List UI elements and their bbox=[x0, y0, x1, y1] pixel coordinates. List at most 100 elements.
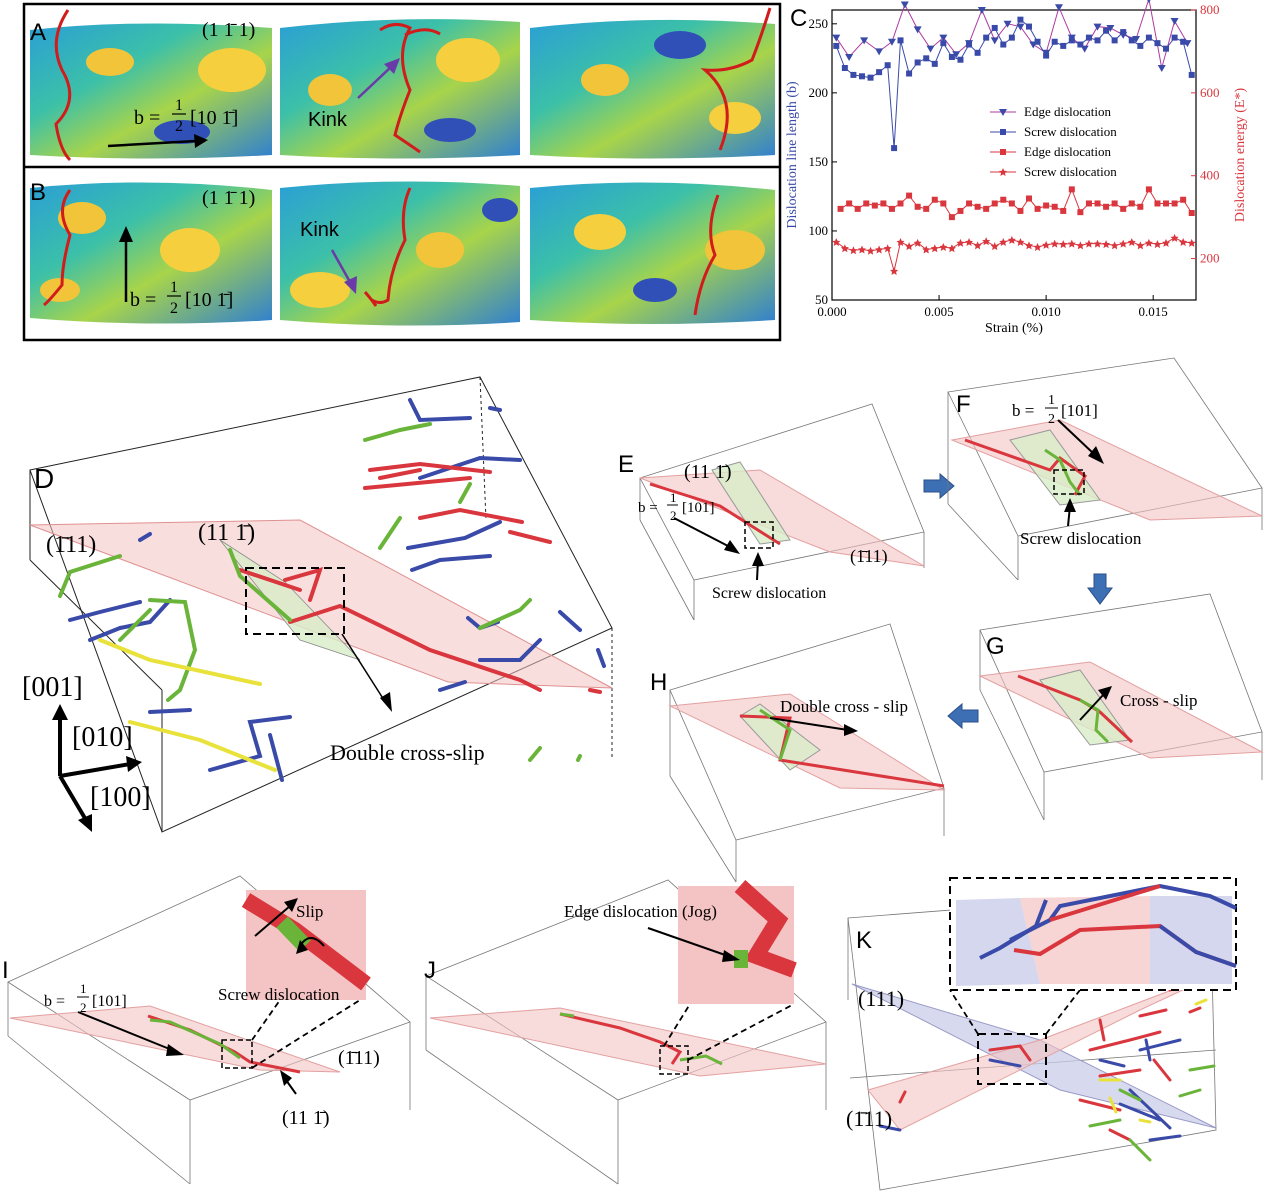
panel-j-inset-green bbox=[734, 950, 748, 968]
series-2-point bbox=[897, 200, 904, 207]
panel-d-letter: D bbox=[34, 463, 54, 494]
series-1-point bbox=[1000, 41, 1007, 48]
series-3-point bbox=[1136, 241, 1145, 250]
series-2-point bbox=[974, 203, 981, 210]
panel-g-arrow bbox=[1079, 693, 1105, 721]
panel-k-dashbox bbox=[977, 1033, 1047, 1085]
series-1-point bbox=[923, 55, 930, 62]
y-left-tick-label: 50 bbox=[815, 292, 828, 307]
series-3-point bbox=[832, 238, 841, 246]
panel-i-arrowhead-b bbox=[166, 1044, 184, 1056]
y-left-tick-label: 100 bbox=[809, 223, 829, 238]
series-3-point bbox=[1170, 233, 1179, 242]
series-2-point bbox=[871, 202, 878, 209]
panel-k-inset-blue1 bbox=[956, 898, 1040, 986]
series-2-point bbox=[1120, 205, 1127, 212]
series-2-point bbox=[1017, 207, 1024, 214]
panel-f-burgers-prefix: b = bbox=[1012, 401, 1034, 420]
series-1-point bbox=[983, 34, 990, 41]
series-0-point bbox=[977, 7, 986, 14]
series-3-point bbox=[890, 267, 899, 275]
series-1-point bbox=[1137, 42, 1144, 49]
legend-label-3: Screw dislocation bbox=[1024, 164, 1117, 179]
series-1-point bbox=[1025, 23, 1032, 30]
series-2-point bbox=[1043, 202, 1050, 209]
panel-e-b: b = bbox=[638, 500, 658, 516]
series-1-point bbox=[991, 24, 998, 31]
series-2-point bbox=[1000, 196, 1007, 203]
ab-arrows bbox=[107, 58, 400, 302]
series-1-point bbox=[966, 41, 973, 48]
panel-g-letter: G bbox=[986, 633, 1005, 660]
panel-i-plane1: (1̄11) bbox=[338, 1047, 380, 1069]
panel-e-plane1: (11 1̄) bbox=[684, 461, 732, 483]
panel-i-frac-num: 1 bbox=[80, 981, 87, 996]
series-3-point bbox=[883, 244, 892, 253]
panel-e-frac-den: 2 bbox=[670, 508, 677, 523]
series-1-point bbox=[1103, 27, 1110, 34]
panel-e-arrow1 bbox=[673, 517, 729, 547]
legend-marker-0 bbox=[999, 109, 1007, 116]
series-0-point bbox=[1147, 0, 1151, 3]
series-1-point bbox=[1068, 37, 1075, 44]
series-2-point bbox=[1180, 196, 1187, 203]
panel-k-letter: K bbox=[856, 927, 872, 954]
panel-f-burgers-vec: [101] bbox=[1061, 401, 1098, 420]
panel-f-frac-num: 1 bbox=[1048, 393, 1055, 408]
panel-f-dashbox bbox=[1053, 469, 1085, 495]
panel-i-frac-den: 2 bbox=[80, 1000, 87, 1015]
panel-d-dislocations bbox=[58, 398, 606, 782]
series-3-point bbox=[1042, 240, 1051, 249]
panel-j-inset-connectors bbox=[663, 1003, 795, 1061]
panel-i-inset-connectors bbox=[251, 999, 361, 1069]
panel-d-axis-z: [001] bbox=[22, 672, 83, 703]
series-1-point bbox=[931, 60, 938, 67]
panel-d-plane1: (1̄11) bbox=[46, 532, 96, 558]
panel-k-plane2: (1̄11) bbox=[846, 1106, 892, 1131]
series-3-point bbox=[1110, 241, 1119, 250]
series-2-point bbox=[837, 205, 844, 212]
panel-i-arrowhead-plane bbox=[280, 1070, 292, 1086]
panel-k-inset-blue2 bbox=[1150, 896, 1232, 984]
y-right-tick-label: 200 bbox=[1200, 251, 1220, 266]
panel-i-screw: Screw dislocation bbox=[218, 985, 340, 1004]
series-line-edge-envelope bbox=[835, 0, 1188, 69]
panel-e-arrowhead1 bbox=[724, 540, 740, 554]
y-right-tick-label: 400 bbox=[1200, 168, 1220, 183]
panel-e-box bbox=[639, 403, 925, 621]
panel-i-dashbox bbox=[221, 1039, 253, 1069]
series-3-point bbox=[1102, 240, 1111, 249]
series-3-point bbox=[896, 238, 905, 246]
panel-f-plane-green bbox=[1009, 429, 1101, 506]
ab-frame bbox=[22, 2, 782, 342]
series-3-point bbox=[905, 242, 914, 251]
panel-j-arrowhead bbox=[722, 950, 740, 962]
panel-d-dashbox bbox=[245, 567, 345, 635]
series-1-point bbox=[1051, 38, 1058, 45]
panel-a-frac-den: 2 bbox=[175, 118, 183, 135]
panel-a-kink: Kink bbox=[308, 109, 348, 131]
panel-h-arrow bbox=[769, 717, 849, 731]
series-2-point bbox=[1051, 203, 1058, 210]
panel-h-box bbox=[669, 623, 945, 883]
panel-e-plane-green bbox=[711, 461, 791, 545]
panel-j-box bbox=[425, 879, 827, 1185]
panel-a-plane: (1 1̄ 1) bbox=[202, 19, 255, 41]
panel-j-plane-pink bbox=[429, 1007, 827, 1077]
panel-h-dislocation-red bbox=[739, 714, 945, 788]
series-3-point bbox=[1050, 239, 1059, 248]
legend-marker-2 bbox=[1000, 149, 1006, 155]
series-1-point bbox=[884, 62, 891, 69]
panel-e-plane2: (1̄11) bbox=[850, 546, 888, 567]
series-2-point bbox=[991, 200, 998, 207]
series-1-point bbox=[1188, 71, 1195, 78]
series-1-point bbox=[1077, 41, 1084, 48]
series-2-point bbox=[906, 192, 913, 199]
y-left-tick-label: 250 bbox=[809, 16, 829, 31]
series-0-point bbox=[845, 53, 854, 61]
legend-marker-3 bbox=[999, 168, 1007, 176]
series-1-point bbox=[1060, 42, 1067, 49]
series-1-point bbox=[1043, 52, 1050, 59]
panel-i-plane2: (11 1̄) bbox=[282, 1107, 330, 1129]
